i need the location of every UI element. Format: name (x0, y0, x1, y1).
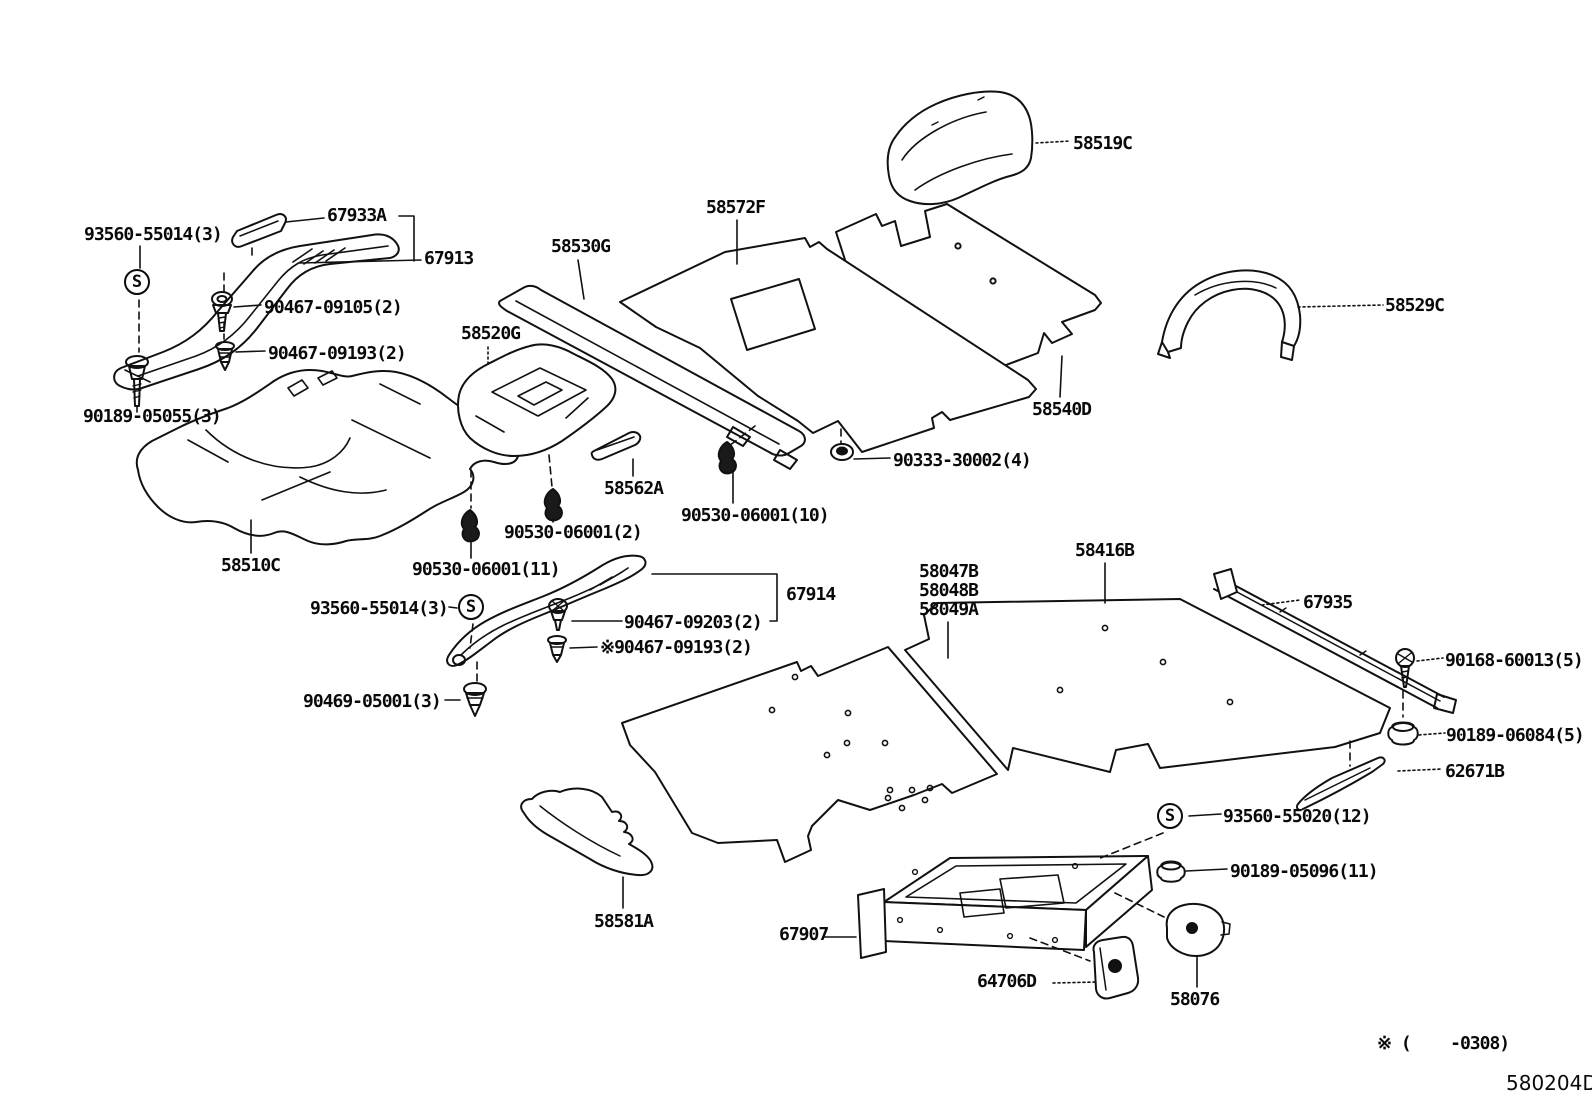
part-58416b-mat-drawing (904, 598, 1391, 773)
part-67913-crossmember-drawing (113, 233, 400, 391)
part-label-64706d: 64706D (977, 971, 1037, 992)
part-label-62671b: 62671B (1445, 761, 1505, 782)
part-label-58076: 58076 (1170, 989, 1220, 1010)
part-64706d-bracket-drawing (1092, 935, 1140, 1000)
s-marker-rear: S (1157, 803, 1183, 829)
part-label-67933a: 67933A (327, 205, 387, 226)
clip-90467-09193-rear-icon (547, 635, 567, 663)
part-label-58048b: 58048B (919, 580, 979, 601)
clip-90530-06001-11-icon (460, 509, 480, 543)
part-67933a-pad-drawing (231, 213, 287, 248)
clip-90469-05001-icon (463, 682, 487, 717)
part-58519c-pad-drawing (886, 90, 1034, 206)
part-label-58047b: 58047B (919, 561, 979, 582)
part-67914-crossmember-drawing (446, 554, 647, 667)
nut-90189-05096-icon (1156, 860, 1186, 883)
part-label-93560-55014-front: 93560-55014(3) (84, 224, 223, 245)
grommet-90333-30002-icon (830, 443, 854, 461)
part-label-90469-05001: 90469-05001(3) (303, 691, 442, 712)
screw-90189-05055-icon (125, 355, 149, 407)
part-label-58529c: 58529C (1385, 295, 1445, 316)
leader-lines (136, 140, 1446, 988)
part-label-67907: 67907 (779, 924, 829, 945)
screw-90467-09105-icon (211, 291, 233, 332)
part-label-90467-09193-rear: ※90467-09193(2) (600, 637, 753, 658)
applicability-note: ※ ( -0308) (1377, 1033, 1510, 1054)
part-label-58562a: 58562A (604, 478, 664, 499)
part-label-58510c: 58510C (221, 555, 281, 576)
part-58529c-pad-drawing (1157, 269, 1302, 361)
part-label-90189-05055: 90189-05055(3) (83, 406, 222, 427)
part-label-58416b: 58416B (1075, 540, 1135, 561)
part-label-58520g: 58520G (461, 323, 521, 344)
part-label-58581a: 58581A (594, 911, 654, 932)
part-58572f-mat-drawing (619, 237, 1037, 453)
nut-90189-06084-icon (1387, 721, 1419, 746)
part-label-90189-05096: 90189-05096(11) (1230, 861, 1379, 882)
part-label-90530-06001-10: 90530-06001(10) (681, 505, 830, 526)
part-label-90530-06001-11: 90530-06001(11) (412, 559, 561, 580)
part-label-90189-06084: 90189-06084(5) (1446, 725, 1585, 746)
part-label-58049a: 58049A (919, 599, 979, 620)
s-marker-middle: S (458, 594, 484, 620)
part-58076-cover-drawing (1165, 902, 1231, 957)
part-58047b-mat-drawing (621, 646, 998, 863)
screw-90168-60013-icon (1395, 648, 1415, 688)
part-58510c-silencer-drawing (135, 369, 520, 546)
screw-90467-09203-icon (548, 598, 568, 631)
part-label-90333-30002: 90333-30002(4) (893, 450, 1032, 471)
part-label-90467-09193-front: 90467-09193(2) (268, 343, 407, 364)
clip-90530-06001-2-icon (543, 488, 563, 522)
part-label-67914: 67914 (786, 584, 836, 605)
part-67907-bracket-drawing (857, 855, 1153, 959)
part-label-90530-06001-2: 90530-06001(2) (504, 522, 643, 543)
s-marker-front: S (124, 269, 150, 295)
part-62671b-strip-drawing (1295, 756, 1386, 812)
part-58520g-plate-drawing (457, 343, 617, 457)
part-58562a-strip-drawing (590, 431, 642, 461)
clip-90530-06001-10-icon (717, 441, 737, 475)
part-58581a-mat-drawing (520, 787, 654, 877)
part-label-90168-60013: 90168-60013(5) (1445, 650, 1584, 671)
part-label-67935: 67935 (1303, 592, 1353, 613)
diagram-code: 580204D (1506, 1071, 1592, 1095)
part-label-90467-09105: 90467-09105(2) (264, 297, 403, 318)
part-label-58530g: 58530G (551, 236, 611, 257)
part-label-93560-55020: 93560-55020(12) (1223, 806, 1372, 827)
part-label-67913: 67913 (424, 248, 474, 269)
part-label-58572f: 58572F (706, 197, 766, 218)
part-label-58519c: 58519C (1073, 133, 1133, 154)
part-label-90467-09203: 90467-09203(2) (624, 612, 763, 633)
part-58530g-board-drawing (498, 284, 806, 470)
part-label-58540d: 58540D (1032, 399, 1092, 420)
clip-90467-09193-front-icon (215, 341, 235, 371)
part-label-93560-55014-rear: 93560-55014(3) (310, 598, 449, 619)
